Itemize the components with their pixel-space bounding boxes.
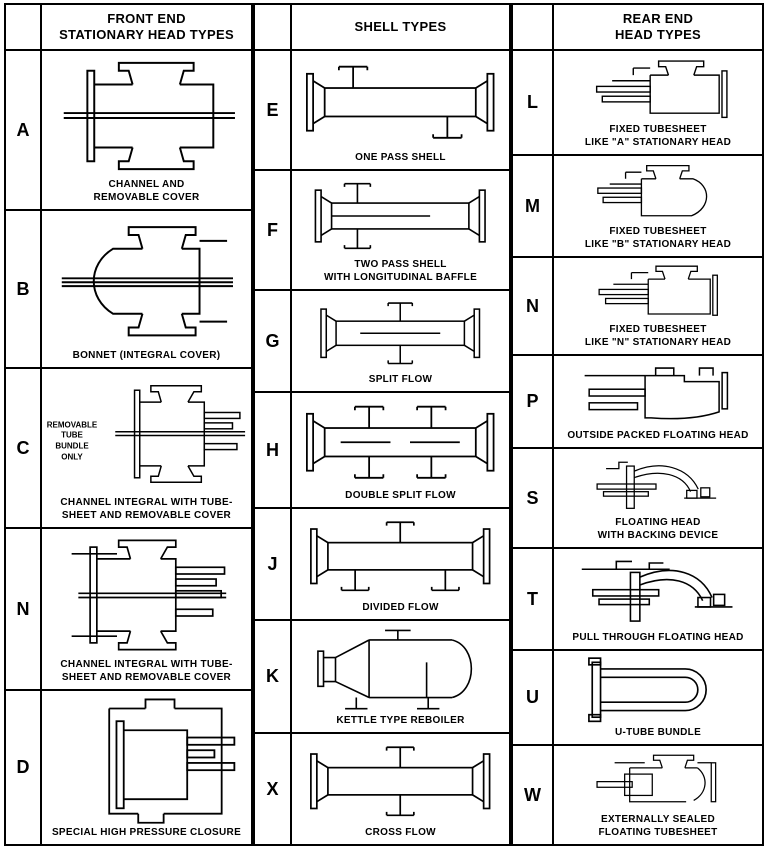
u-tube-drawing (588, 657, 708, 723)
n-rear-head-drawing (598, 265, 719, 316)
shell-types-column: SHELL TYPES E ONE PASS SHELL F TWO P (253, 3, 511, 846)
diagram-one-pass-shell: ONE PASS SHELL (292, 51, 511, 171)
type-letter-g: G (255, 291, 292, 393)
caption: CHANNEL AND REMOVABLE COVER (93, 179, 200, 203)
type-letter-e: E (255, 51, 292, 171)
caption: SPLIT FLOW (368, 373, 433, 385)
diagram-cross-flow: CROSS FLOW (292, 734, 511, 846)
p-head-drawing (584, 367, 729, 420)
diagram-fixed-tubesheet-b: FIXED TUBESHEET LIKE "B" STATIONARY HEAD (554, 156, 764, 258)
rear-end-column: REAR END HEAD TYPES L FIXED TUBESHEET LI… (511, 3, 764, 846)
diagram-double-split-flow: DOUBLE SPLIT FLOW (292, 393, 511, 509)
front-corner-cell (6, 5, 42, 51)
type-letter-p: P (513, 356, 554, 449)
caption: FIXED TUBESHEET LIKE "A" STATIONARY HEAD (584, 124, 732, 148)
l-head-drawing (596, 60, 728, 119)
shell-types-header: SHELL TYPES (292, 5, 511, 51)
bonnet-drawing (61, 226, 234, 337)
diagram-pull-through-floating-head: PULL THROUGH FLOATING HEAD (554, 549, 764, 651)
diagram-kettle-type-reboiler: KETTLE TYPE REBOILER (292, 621, 511, 734)
front-end-header: FRONT END STATIONARY HEAD TYPES (42, 5, 253, 51)
type-letter-a: A (6, 51, 42, 211)
w-head-drawing (596, 754, 717, 803)
one-pass-shell-drawing (306, 65, 495, 139)
type-letter-u: U (513, 651, 554, 746)
type-letter-f: F (255, 171, 292, 291)
diagram-externally-sealed-floating-tubesheet: EXTERNALLY SEALED FLOATING TUBESHEET (554, 746, 764, 846)
caption: FLOATING HEAD WITH BACKING DEVICE (597, 517, 719, 541)
type-letter-n-front: N (6, 529, 42, 691)
caption: TWO PASS SHELL WITH LONGITUDINAL BAFFLE (323, 259, 478, 283)
caption: PULL THROUGH FLOATING HEAD (572, 631, 744, 643)
rear-end-header: REAR END HEAD TYPES (554, 5, 764, 51)
type-letter-w: W (513, 746, 554, 846)
caption: EXTERNALLY SEALED FLOATING TUBESHEET (598, 814, 718, 838)
n-head-drawing (71, 539, 227, 651)
cross-flow-drawing (310, 746, 491, 817)
type-letter-d: D (6, 691, 42, 846)
c-head-drawing (114, 385, 245, 483)
s-head-drawing (596, 461, 717, 509)
rear-corner-cell (513, 5, 554, 51)
type-letter-m: M (513, 156, 554, 258)
channel-removable-cover-drawing (63, 61, 236, 171)
type-letter-h: H (255, 393, 292, 509)
caption: ONE PASS SHELL (355, 151, 446, 163)
diagram-channel-integral-tubesheet-n: CHANNEL INTEGRAL WITH TUBE- SHEET AND RE… (42, 529, 253, 691)
diagram-floating-head-backing-device: FLOATING HEAD WITH BACKING DEVICE (554, 449, 764, 549)
caption: FIXED TUBESHEET LIKE "N" STATIONARY HEAD (584, 324, 732, 348)
type-letter-n-rear: N (513, 258, 554, 356)
diagram-two-pass-shell: TWO PASS SHELL WITH LONGITUDINAL BAFFLE (292, 171, 511, 291)
tema-type-chart: FRONT END STATIONARY HEAD TYPES A CHANNE… (4, 3, 764, 846)
double-split-flow-drawing (306, 405, 495, 479)
diagram-u-tube-bundle: U-TUBE BUNDLE (554, 651, 764, 746)
diagram-channel-integral-tubesheet-removable-cover: REMOVABLE TUBE BUNDLE ONLY CHANNEL INTEG… (42, 369, 253, 529)
m-head-drawing (597, 164, 708, 217)
diagram-bonnet-integral-cover: BONNET (INTEGRAL COVER) (42, 211, 253, 369)
type-letter-j: J (255, 509, 292, 621)
diagram-divided-flow: DIVIDED FLOW (292, 509, 511, 621)
d-head-drawing (108, 698, 236, 824)
front-end-column: FRONT END STATIONARY HEAD TYPES A CHANNE… (4, 3, 253, 846)
kettle-reboiler-drawing (317, 629, 473, 710)
type-letter-x: X (255, 734, 292, 846)
diagram-special-high-pressure-closure: SPECIAL HIGH PRESSURE CLOSURE (42, 691, 253, 846)
diagram-fixed-tubesheet-a: FIXED TUBESHEET LIKE "A" STATIONARY HEAD (554, 51, 764, 156)
type-letter-b: B (6, 211, 42, 369)
caption: DOUBLE SPLIT FLOW (345, 489, 456, 501)
removable-bundle-note: REMOVABLE TUBE BUNDLE ONLY (46, 420, 98, 462)
diagram-channel-and-removable-cover: CHANNEL AND REMOVABLE COVER (42, 51, 253, 211)
type-letter-k: K (255, 621, 292, 734)
caption: DIVIDED FLOW (362, 601, 439, 613)
caption: CHANNEL INTEGRAL WITH TUBE- SHEET AND RE… (60, 497, 233, 521)
caption: U-TUBE BUNDLE (614, 726, 702, 738)
type-letter-c: C (6, 369, 42, 529)
shell-corner-cell (255, 5, 292, 51)
caption: CHANNEL INTEGRAL WITH TUBE- SHEET AND RE… (60, 659, 233, 683)
type-letter-l: L (513, 51, 554, 156)
caption: SPECIAL HIGH PRESSURE CLOSURE (51, 826, 242, 838)
divided-flow-drawing (310, 521, 491, 592)
diagram-outside-packed-floating-head: OUTSIDE PACKED FLOATING HEAD (554, 356, 764, 449)
t-head-drawing (581, 560, 733, 622)
caption: BONNET (INTEGRAL COVER) (72, 349, 221, 361)
diagram-split-flow: SPLIT FLOW (292, 291, 511, 393)
diagram-fixed-tubesheet-n: FIXED TUBESHEET LIKE "N" STATIONARY HEAD (554, 258, 764, 356)
caption: OUTSIDE PACKED FLOATING HEAD (567, 429, 749, 441)
caption: CROSS FLOW (365, 826, 436, 838)
split-flow-drawing (320, 302, 481, 365)
two-pass-shell-drawing (314, 182, 487, 250)
type-letter-s: S (513, 449, 554, 549)
caption: KETTLE TYPE REBOILER (336, 714, 465, 726)
type-letter-t: T (513, 549, 554, 651)
caption: FIXED TUBESHEET LIKE "B" STATIONARY HEAD (584, 226, 732, 250)
